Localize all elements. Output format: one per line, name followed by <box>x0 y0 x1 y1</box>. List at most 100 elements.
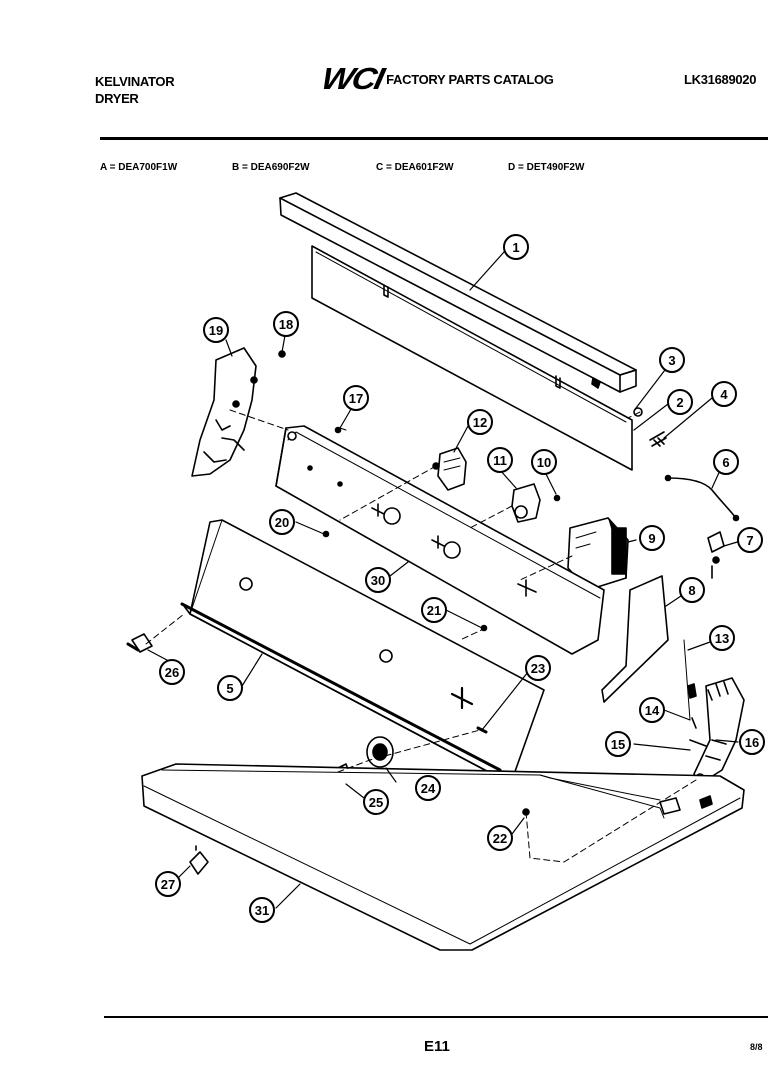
callout-15: 15 <box>605 731 631 757</box>
callout-22: 22 <box>487 825 513 851</box>
callout-10: 10 <box>531 449 557 475</box>
part-12-switch <box>432 447 467 491</box>
part-26-knob <box>126 633 153 653</box>
model-d: D = DET490F2W <box>508 162 585 173</box>
callout-27: 27 <box>155 871 181 897</box>
page-number: E11 <box>424 1038 450 1055</box>
part-8-side-bracket <box>601 575 669 703</box>
callout-circle <box>159 659 185 685</box>
callout-circle <box>525 655 551 681</box>
callout-circle <box>467 409 493 435</box>
callout-circle <box>365 567 391 593</box>
callout-2: 2 <box>667 389 693 415</box>
callout-number: 30 <box>371 573 385 588</box>
callout-circle <box>639 525 665 551</box>
callout-circle <box>531 449 557 475</box>
callout-16: 16 <box>739 729 765 755</box>
part-6-wire <box>664 474 740 522</box>
callout-circle <box>605 731 631 757</box>
callout-24: 24 <box>415 775 441 801</box>
callout-circle <box>269 509 295 535</box>
part-11-switch <box>511 483 561 523</box>
callout-number: 4 <box>720 387 728 402</box>
callout-number: 15 <box>611 737 625 752</box>
callout-8: 8 <box>679 577 705 603</box>
revision-date: 8/8 <box>750 1042 763 1052</box>
callout-6: 6 <box>713 449 739 475</box>
callout-4: 4 <box>711 381 737 407</box>
callout-number: 20 <box>275 515 289 530</box>
alignment-lines <box>145 409 697 863</box>
footer-rule <box>104 1016 768 1018</box>
callout-circle <box>737 527 763 553</box>
callout-7: 7 <box>737 527 763 553</box>
callout-circle <box>503 234 529 260</box>
callout-number: 7 <box>746 533 753 548</box>
callout-number: 12 <box>473 415 487 430</box>
callout-circle <box>217 675 243 701</box>
callout-number: 8 <box>688 583 695 598</box>
product-type: DRYER <box>95 91 139 106</box>
callout-number: 25 <box>369 795 383 810</box>
callout-circle <box>713 449 739 475</box>
callout-number: 19 <box>209 323 223 338</box>
callout-number: 27 <box>161 877 175 892</box>
callout-9: 9 <box>639 525 665 551</box>
callout-number: 13 <box>715 631 729 646</box>
model-c: C = DEA601F2W <box>376 162 454 173</box>
brand-block: KELVINATOR DRYER <box>95 73 175 107</box>
callout-number: 10 <box>537 455 551 470</box>
callout-number: 1 <box>512 240 519 255</box>
callout-number: 23 <box>531 661 545 676</box>
callout-circle <box>155 871 181 897</box>
callout-circle <box>709 625 735 651</box>
part-2-3-4-fasteners <box>591 377 667 447</box>
model-b: B = DEA690F2W <box>232 162 310 173</box>
part-30-control-panel <box>275 425 605 655</box>
callout-number: 9 <box>648 531 655 546</box>
model-legend: A = DEA700F1W B = DEA690F2W C = DEA601F2… <box>100 162 620 178</box>
callout-circle <box>273 311 299 337</box>
callout-number: 21 <box>427 603 441 618</box>
callout-circle <box>203 317 229 343</box>
callout-21: 21 <box>421 597 447 623</box>
callout-number: 24 <box>421 781 436 796</box>
callout-17: 17 <box>343 385 369 411</box>
callout-number: 5 <box>226 681 233 696</box>
part-31-top <box>141 763 745 951</box>
part-13-16-wiring-components <box>683 639 745 785</box>
callout-circle <box>679 577 705 603</box>
callout-31: 31 <box>249 897 275 923</box>
callout-3: 3 <box>659 347 685 373</box>
callout-23: 23 <box>525 655 551 681</box>
callout-19: 19 <box>203 317 229 343</box>
callout-number: 6 <box>722 455 729 470</box>
part-24-knob <box>366 736 394 768</box>
callout-12: 12 <box>467 409 493 435</box>
callout-circle <box>363 789 389 815</box>
part-19-end-bracket <box>191 347 342 477</box>
catalog-title: FACTORY PARTS CATALOG <box>386 71 554 87</box>
callout-circle <box>415 775 441 801</box>
callout-11: 11 <box>487 447 513 473</box>
callout-number: 26 <box>165 665 179 680</box>
callout-number: 2 <box>676 395 683 410</box>
leader-lines <box>147 251 745 909</box>
callout-circle <box>739 729 765 755</box>
header-rule <box>100 137 768 140</box>
callout-5: 5 <box>217 675 243 701</box>
part-1-console-cover <box>279 192 637 471</box>
callout-circle <box>659 347 685 373</box>
model-a: A = DEA700F1W <box>100 162 178 173</box>
document-number: LK31689020 <box>684 72 757 87</box>
part-7-switch <box>707 531 725 579</box>
callout-number: 11 <box>493 453 507 468</box>
callout-14: 14 <box>639 697 665 723</box>
callout-18: 18 <box>273 311 299 337</box>
callout-30: 30 <box>365 567 391 593</box>
callout-13: 13 <box>709 625 735 651</box>
callout-26: 26 <box>159 659 185 685</box>
